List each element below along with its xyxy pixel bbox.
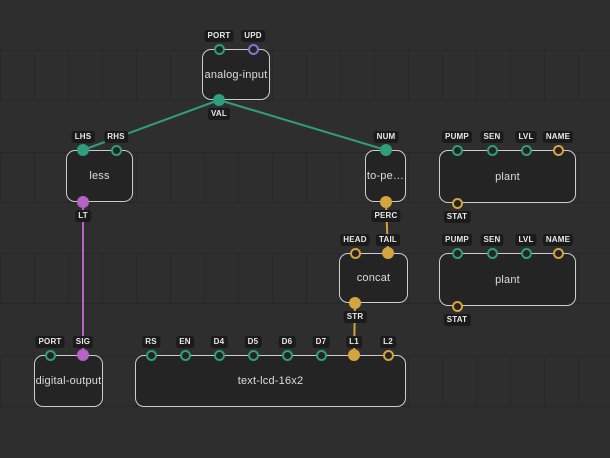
pin-concat-str[interactable] [349, 297, 361, 309]
pin-plant-1-stat[interactable] [451, 197, 463, 209]
pin-label-concat-head: HEAD [340, 234, 370, 246]
pin-text-lcd-16x2-l2[interactable] [382, 349, 394, 361]
pin-digital-output-port[interactable] [44, 349, 56, 361]
pin-label-concat-str: STR [343, 311, 367, 323]
pin-label-text-lcd-16x2-l1: L1 [346, 336, 362, 348]
pin-label-text-lcd-16x2-d6: D6 [278, 336, 296, 348]
pin-plant-2-sen[interactable] [486, 247, 498, 259]
pin-label-plant-2-sen: SEN [480, 234, 504, 246]
pin-concat-head[interactable] [349, 247, 361, 259]
node-less[interactable]: less [66, 150, 133, 202]
pin-label-text-lcd-16x2-en: EN [176, 336, 194, 348]
node-text-lcd-16x2[interactable]: text-lcd-16x2 [135, 355, 406, 407]
pin-label-plant-1-stat: STAT [443, 211, 471, 223]
node-label-analog-input: analog-input [204, 68, 268, 81]
pin-text-lcd-16x2-d4[interactable] [213, 349, 225, 361]
pin-plant-1-name[interactable] [552, 144, 564, 156]
node-analog-input[interactable]: analog-input [202, 49, 270, 100]
pin-label-plant-1-sen: SEN [480, 131, 504, 143]
pin-label-text-lcd-16x2-d5: D5 [244, 336, 262, 348]
pin-label-to-percent-perc: PERC [371, 210, 401, 222]
pin-label-plant-1-pump: PUMP [442, 131, 472, 143]
pin-less-lt[interactable] [77, 196, 89, 208]
pin-label-digital-output-port: PORT [35, 336, 65, 348]
pin-label-plant-2-lvl: LVL [515, 234, 537, 246]
node-label-to-percent: to-pe… [366, 170, 405, 182]
pin-plant-2-lvl[interactable] [520, 247, 532, 259]
pin-label-less-lt: LT [75, 210, 91, 222]
pin-analog-input-port[interactable] [213, 43, 225, 55]
pin-label-plant-2-stat: STAT [443, 314, 471, 326]
node-plant-1[interactable]: plant [439, 150, 576, 203]
node-digital-output[interactable]: digital-output [34, 355, 103, 407]
pin-label-text-lcd-16x2-rs: RS [142, 336, 160, 348]
node-label-concat: concat [356, 272, 391, 284]
pin-analog-input-upd[interactable] [247, 43, 259, 55]
pin-label-less-lhs: LHS [71, 131, 95, 143]
pin-label-analog-input-port: PORT [204, 30, 234, 42]
node-plant-2[interactable]: plant [439, 253, 576, 306]
pin-label-less-rhs: RHS [104, 131, 128, 143]
pin-text-lcd-16x2-d6[interactable] [281, 349, 293, 361]
pin-label-plant-2-name: NAME [542, 234, 574, 246]
node-label-plant-1: plant [495, 170, 520, 183]
pin-label-text-lcd-16x2-l2: L2 [380, 336, 396, 348]
pin-label-analog-input-upd: UPD [241, 30, 265, 42]
pin-digital-output-sig[interactable] [77, 349, 89, 361]
pin-label-plant-1-lvl: LVL [515, 131, 537, 143]
pin-to-percent-perc[interactable] [380, 196, 392, 208]
pin-plant-1-sen[interactable] [486, 144, 498, 156]
pin-label-plant-1-name: NAME [542, 131, 574, 143]
pin-text-lcd-16x2-en[interactable] [179, 349, 191, 361]
pin-analog-input-val[interactable] [213, 94, 225, 106]
pin-plant-2-stat[interactable] [451, 300, 463, 312]
node-label-text-lcd-16x2: text-lcd-16x2 [237, 375, 304, 387]
pin-plant-1-lvl[interactable] [520, 144, 532, 156]
pin-label-text-lcd-16x2-d7: D7 [312, 336, 330, 348]
pin-less-lhs[interactable] [77, 144, 89, 156]
node-label-plant-2: plant [495, 273, 520, 286]
pin-text-lcd-16x2-l1[interactable] [348, 349, 360, 361]
node-label-digital-output: digital-output [35, 375, 102, 387]
node-label-less: less [89, 170, 110, 182]
pin-plant-2-pump[interactable] [451, 247, 463, 259]
pin-label-text-lcd-16x2-d4: D4 [210, 336, 228, 348]
pin-label-digital-output-sig: SIG [72, 336, 94, 348]
pin-concat-tail[interactable] [382, 247, 394, 259]
pin-plant-2-name[interactable] [552, 247, 564, 259]
pin-label-plant-2-pump: PUMP [442, 234, 472, 246]
pin-less-rhs[interactable] [110, 144, 122, 156]
pin-text-lcd-16x2-d7[interactable] [315, 349, 327, 361]
pin-label-to-percent-num: NUM [373, 131, 399, 143]
pin-to-percent-num[interactable] [380, 144, 392, 156]
pin-label-concat-tail: TAIL [376, 234, 400, 246]
node-concat[interactable]: concat [339, 253, 408, 303]
pin-text-lcd-16x2-d5[interactable] [247, 349, 259, 361]
grid-band [0, 50, 610, 101]
pin-plant-1-pump[interactable] [451, 144, 463, 156]
pin-label-analog-input-val: VAL [207, 108, 231, 120]
pin-text-lcd-16x2-rs[interactable] [145, 349, 157, 361]
